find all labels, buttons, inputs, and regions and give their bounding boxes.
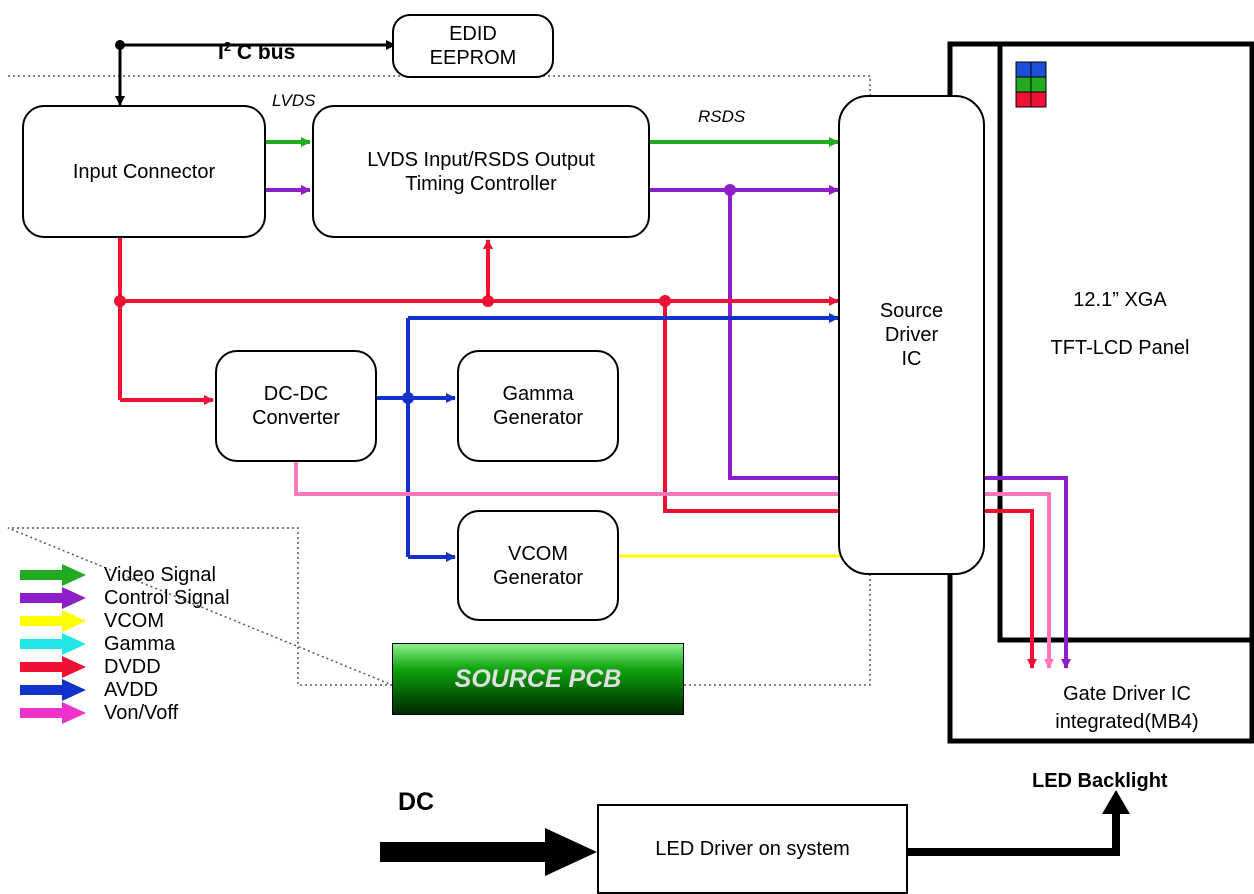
legend-arrow-icon bbox=[20, 633, 86, 655]
legend-label: Von/Voff bbox=[104, 702, 179, 724]
i2c-bus-lines bbox=[115, 40, 396, 106]
panel-outer-frame bbox=[947, 41, 1254, 744]
edid-eeprom-block: EDID EEPROM bbox=[392, 14, 554, 78]
legend-label: AVDD bbox=[104, 679, 159, 701]
led-backlight-label: LED Backlight bbox=[1032, 770, 1168, 792]
legend-label: DVDD bbox=[104, 656, 161, 678]
source-driver-ic-block: Source Driver IC bbox=[838, 95, 985, 575]
legend-arrow-icon bbox=[20, 656, 86, 678]
source-pcb-badge: SOURCE PCB bbox=[392, 643, 684, 715]
timing-controller-block: LVDS Input/RSDS Output Timing Controller bbox=[312, 105, 650, 238]
panel-label: 12.1” XGA TFT-LCD Panel bbox=[1050, 289, 1190, 359]
legend-arrow-icon bbox=[20, 610, 86, 632]
avdd-lines bbox=[377, 313, 839, 562]
dc-dc-converter-block: DC-DC Converter bbox=[215, 350, 377, 462]
legend-label: Gamma bbox=[104, 633, 176, 655]
legend-label: Control Signal bbox=[104, 587, 230, 609]
legend-label: VCOM bbox=[104, 610, 164, 632]
led-driver-block: LED Driver on system bbox=[597, 804, 908, 894]
gamma-generator-block: Gamma Generator bbox=[457, 350, 619, 462]
legend-arrow-icon bbox=[20, 587, 86, 609]
rgb-pixel-icon bbox=[1015, 61, 1047, 108]
lvds-label: LVDS bbox=[272, 91, 316, 110]
i2c-bus-label: I2 C bus bbox=[218, 39, 296, 64]
rsds-label: RSDS bbox=[698, 107, 746, 126]
input-connector-block: Input Connector bbox=[22, 105, 266, 238]
dc-input-arrow bbox=[380, 828, 597, 876]
led-backlight-arrow bbox=[908, 810, 1120, 856]
vcom-generator-block: VCOM Generator bbox=[457, 510, 619, 621]
dvdd-lines bbox=[118, 238, 1037, 669]
legend-arrow-icon bbox=[20, 679, 86, 701]
panel-active-area bbox=[997, 41, 1254, 643]
dc-label: DC bbox=[398, 788, 435, 816]
gate-driver-label: Gate Driver IC integrated(MB4) bbox=[1055, 683, 1199, 733]
legend-label: Video Signal bbox=[104, 564, 216, 586]
legend-arrow-icon bbox=[20, 564, 86, 586]
legend-arrow-icon bbox=[20, 702, 86, 724]
legend-arrows bbox=[20, 564, 86, 724]
